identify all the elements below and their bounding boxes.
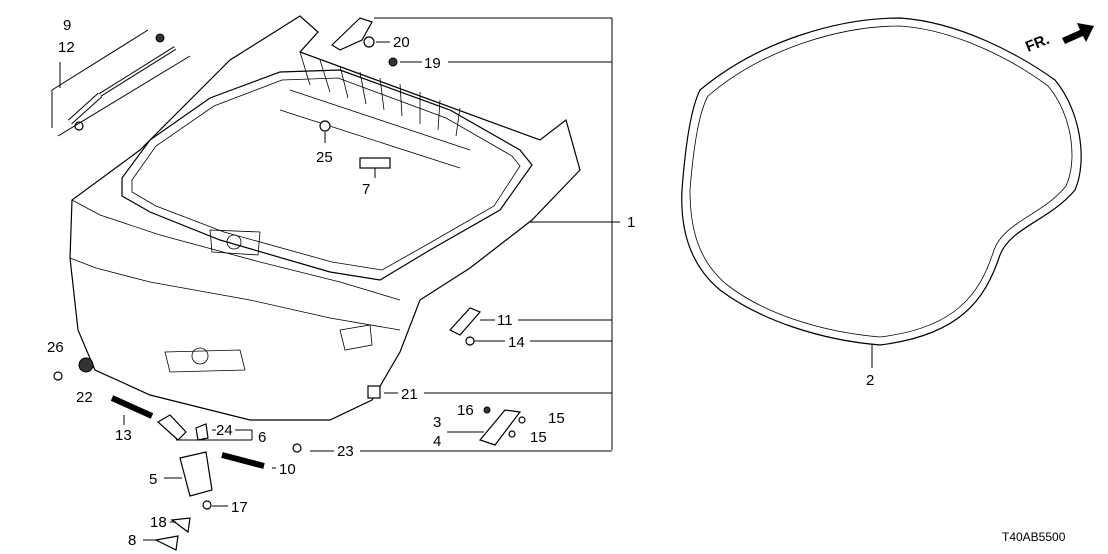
gas-strut xyxy=(67,33,177,131)
callout-3: 3 xyxy=(433,414,441,431)
callout-6: 6 xyxy=(258,429,266,446)
callout-19: 19 xyxy=(424,55,441,72)
callout-12: 12 xyxy=(58,39,75,56)
callout-2: 2 xyxy=(866,372,874,389)
diagram-code: T40AB5500 xyxy=(1002,530,1066,544)
callout-9: 9 xyxy=(63,17,71,34)
callout-18: 18 xyxy=(150,514,167,531)
front-direction-label: FR. xyxy=(1023,31,1052,56)
stripe-13 xyxy=(110,395,154,419)
callout-13: 13 xyxy=(115,427,132,444)
bolt-15b xyxy=(508,430,516,438)
callout-15a: 15 xyxy=(548,410,565,427)
callout-17: 17 xyxy=(231,499,248,516)
callout-1: 1 xyxy=(627,214,635,231)
callout-22: 22 xyxy=(76,389,93,406)
callout-7: 7 xyxy=(362,181,370,198)
callout-11: 11 xyxy=(497,312,513,329)
screw-14 xyxy=(465,336,475,346)
switch-8 xyxy=(154,535,179,551)
weatherstrip xyxy=(681,17,1082,346)
latch-5 xyxy=(179,451,213,497)
clip-21 xyxy=(367,385,381,399)
callout-26: 26 xyxy=(47,339,64,356)
callout-23: 23 xyxy=(337,443,354,460)
clip-23 xyxy=(292,443,302,453)
harness-6 xyxy=(156,414,187,441)
bracket-3-4 xyxy=(478,409,522,446)
callout-15b: 15 xyxy=(530,429,547,446)
tailgate-panel xyxy=(69,15,581,421)
grommet-11 xyxy=(449,307,482,336)
bolt-15a xyxy=(518,416,526,424)
callout-5: 5 xyxy=(149,471,157,488)
stripe-10 xyxy=(221,452,265,469)
callouts: 9 12 20 19 25 7 1 2 11 14 26 22 21 16 3 … xyxy=(47,17,874,549)
callout-4: 4 xyxy=(433,433,441,450)
front-direction-indicator: FR. xyxy=(1023,23,1094,56)
callout-25: 25 xyxy=(316,149,333,166)
handle-7 xyxy=(359,157,391,169)
callout-8: 8 xyxy=(128,532,136,549)
cap-22 xyxy=(78,357,94,373)
callout-24: 24 xyxy=(216,422,233,439)
clip-26 xyxy=(53,371,63,381)
callout-10: 10 xyxy=(279,461,296,478)
bolt-17 xyxy=(202,500,212,510)
clip-24 xyxy=(195,423,209,441)
nut-25 xyxy=(319,120,331,132)
bolt-19 xyxy=(388,57,398,67)
callout-14: 14 xyxy=(508,334,525,351)
nut-16 xyxy=(483,406,491,414)
front-arrow-icon xyxy=(1062,23,1094,44)
callout-21: 21 xyxy=(401,386,418,403)
callout-20: 20 xyxy=(393,34,410,51)
bolt-18 xyxy=(170,517,191,534)
hinge xyxy=(331,17,375,51)
callout-16: 16 xyxy=(457,402,474,419)
leader-lines xyxy=(51,17,873,541)
